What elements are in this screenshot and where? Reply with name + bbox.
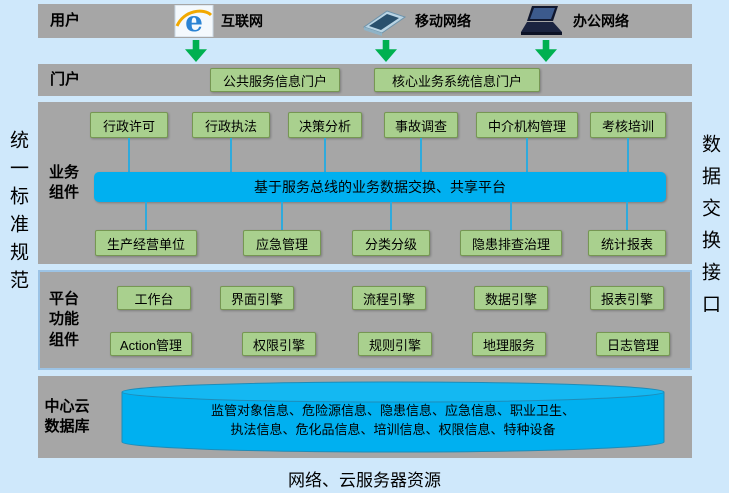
office-network-group: 办公网络 <box>520 4 629 38</box>
connector-line <box>281 202 283 230</box>
portal-band: 门户 公共服务信息门户 核心业务系统信息门户 <box>38 64 692 96</box>
business-bottom-box: 应急管理 <box>243 230 321 256</box>
business-bottom-box: 隐患排查治理 <box>460 230 562 256</box>
connector-line <box>324 138 326 172</box>
cylinder-shape-icon <box>121 381 665 453</box>
business-top-box: 行政执法 <box>192 112 270 138</box>
platform-box: 数据引擎 <box>474 286 548 310</box>
service-bus-bar: 基于服务总线的业务数据交换、共享平台 <box>94 172 666 202</box>
portal-box: 公共服务信息门户 <box>210 68 340 92</box>
database-cylinder: 监管对象信息、危险源信息、隐患信息、应急信息、职业卫生、 执法信息、危化品信息、… <box>120 380 666 454</box>
database-band: 中心云数据库 监管对象信息、危险源信息、隐患信息、应急信息、职业卫生、 执法信息… <box>38 376 692 458</box>
business-top-box: 决策分析 <box>288 112 362 138</box>
down-arrow-icon <box>535 40 557 62</box>
platform-band-label: 平台功能组件 <box>48 290 79 349</box>
office-network-label: 办公网络 <box>573 13 629 29</box>
business-bottom-box: 生产经营单位 <box>95 230 197 256</box>
platform-box: 规则引擎 <box>358 332 432 356</box>
database-content-line2: 执法信息、危化品信息、培训信息、权限信息、特种设备 <box>230 422 556 437</box>
platform-box: 地理服务 <box>472 332 546 356</box>
connector-line <box>128 138 130 172</box>
database-content-line1: 监管对象信息、危险源信息、隐患信息、应急信息、职业卫生、 <box>210 403 575 418</box>
platform-box: 权限引擎 <box>242 332 316 356</box>
connector-line <box>526 138 528 172</box>
internet-label: 互联网 <box>221 13 263 29</box>
left-vertical-label: 统一标准规范 <box>7 130 28 298</box>
mobile-network-group: 移动网络 <box>360 4 471 38</box>
user-band: 用户 e 互联网 移动网络 办公网络 <box>38 4 692 38</box>
mobile-device-icon <box>362 10 407 36</box>
business-bottom-box: 统计报表 <box>588 230 666 256</box>
business-top-box: 事故调查 <box>384 112 458 138</box>
platform-band: 平台功能组件 工作台 界面引擎 流程引擎 数据引擎 报表引擎 Action管理 … <box>38 270 692 370</box>
platform-box: 报表引擎 <box>590 286 664 310</box>
business-top-box: 行政许可 <box>90 112 168 138</box>
connector-line <box>230 138 232 172</box>
portal-box: 核心业务系统信息门户 <box>374 68 540 92</box>
business-band-label: 业务组件 <box>48 163 79 201</box>
internet-explorer-icon: e <box>174 5 214 37</box>
platform-box: Action管理 <box>110 332 192 356</box>
business-top-box: 中介机构管理 <box>476 112 578 138</box>
footer-caption: 网络、云服务器资源 <box>288 471 441 490</box>
connector-line <box>390 202 392 230</box>
platform-box: 日志管理 <box>596 332 670 356</box>
internet-group: e 互联网 <box>174 4 263 38</box>
connector-line <box>627 138 629 172</box>
business-top-box: 考核培训 <box>590 112 666 138</box>
connector-line <box>626 202 628 230</box>
connector-line <box>510 202 512 230</box>
right-vertical-label: 数据交换接口 <box>699 134 720 326</box>
portal-band-label: 门户 <box>50 70 81 88</box>
platform-box: 流程引擎 <box>352 286 426 310</box>
down-arrow-icon <box>375 40 397 62</box>
down-arrow-icon <box>185 40 207 62</box>
platform-box: 界面引擎 <box>220 286 294 310</box>
user-band-label: 用户 <box>50 11 81 29</box>
connector-line <box>145 202 147 230</box>
platform-box: 工作台 <box>117 286 191 310</box>
mobile-network-label: 移动网络 <box>415 13 471 29</box>
database-band-label: 中心云数据库 <box>44 397 90 435</box>
laptop-icon <box>521 6 562 35</box>
business-bottom-box: 分类分级 <box>352 230 430 256</box>
database-content: 监管对象信息、危险源信息、隐患信息、应急信息、职业卫生、 执法信息、危化品信息、… <box>120 401 666 439</box>
connector-line <box>420 138 422 172</box>
business-band: 业务组件 行政许可 行政执法 决策分析 事故调查 中介机构管理 考核培训 基于服… <box>38 102 692 264</box>
